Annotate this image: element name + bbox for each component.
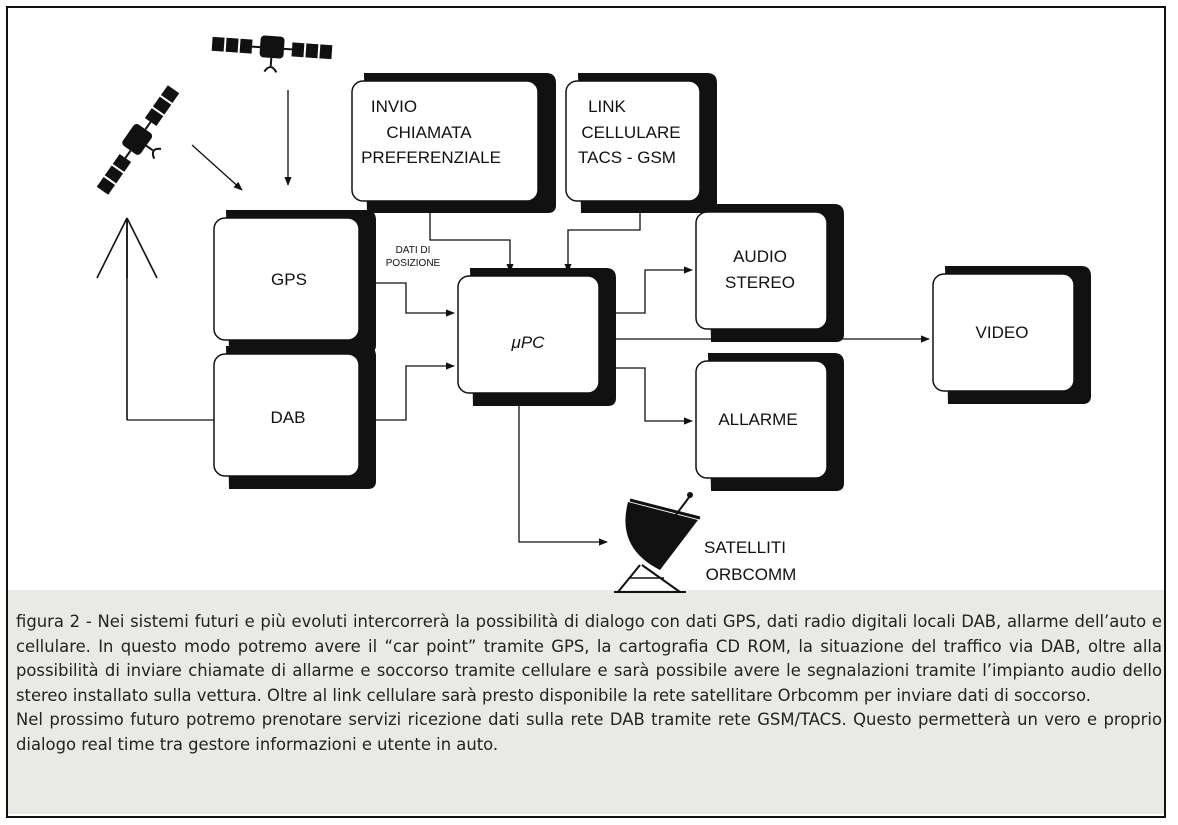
block-link-cellulare: LINK CELLULARE TACS - GSM — [565, 73, 717, 213]
dati-posizione-line-1: DATI DI — [396, 245, 431, 256]
block-gps: GPS — [213, 210, 376, 353]
block-upc: μPC — [457, 268, 616, 406]
dati-posizione-line-2: POSIZIONE — [386, 258, 441, 269]
block-diagram: INVIO CHIAMATA PREFERENZIALE LINK CELLUL… — [96, 35, 1091, 593]
allarme-label: ALLARME — [718, 410, 797, 429]
satellite-icon — [96, 85, 180, 195]
upc-label: μPC — [511, 333, 546, 352]
video-label: VIDEO — [976, 323, 1029, 342]
gps-label: GPS — [271, 270, 307, 289]
invio-line-2: CHIAMATA — [386, 123, 472, 142]
connections — [127, 90, 930, 546]
antenna-icon — [96, 217, 158, 420]
block-audio-stereo: AUDIO STEREO — [695, 204, 844, 342]
block-dab: DAB — [213, 346, 376, 489]
satelliti-line-1: SATELLITI — [704, 538, 786, 557]
figure-caption: figura 2 - Nei sistemi futuri e più evol… — [16, 610, 1162, 758]
caption-paragraph-1: figura 2 - Nei sistemi futuri e più evol… — [16, 612, 1162, 705]
dab-label: DAB — [271, 408, 306, 427]
invio-line-1: INVIO — [371, 97, 417, 116]
audio-line-2: STEREO — [725, 273, 795, 292]
audio-line-1: AUDIO — [733, 247, 787, 266]
link-line-3: TACS - GSM — [578, 148, 676, 167]
block-video: VIDEO — [932, 266, 1091, 404]
link-line-1: LINK — [588, 97, 626, 116]
caption-paragraph-2: Nel prossimo futuro potremo prenotare se… — [16, 710, 1162, 754]
satelliti-line-2: ORBCOMM — [706, 565, 797, 584]
satellite-dish-icon — [614, 492, 701, 593]
block-invio-chiamata: INVIO CHIAMATA PREFERENZIALE — [351, 73, 556, 213]
invio-line-3: PREFERENZIALE — [361, 148, 501, 167]
caption-background — [8, 590, 1164, 814]
link-line-2: CELLULARE — [581, 123, 680, 142]
block-allarme: ALLARME — [695, 353, 844, 491]
satellite-icon — [211, 35, 333, 73]
